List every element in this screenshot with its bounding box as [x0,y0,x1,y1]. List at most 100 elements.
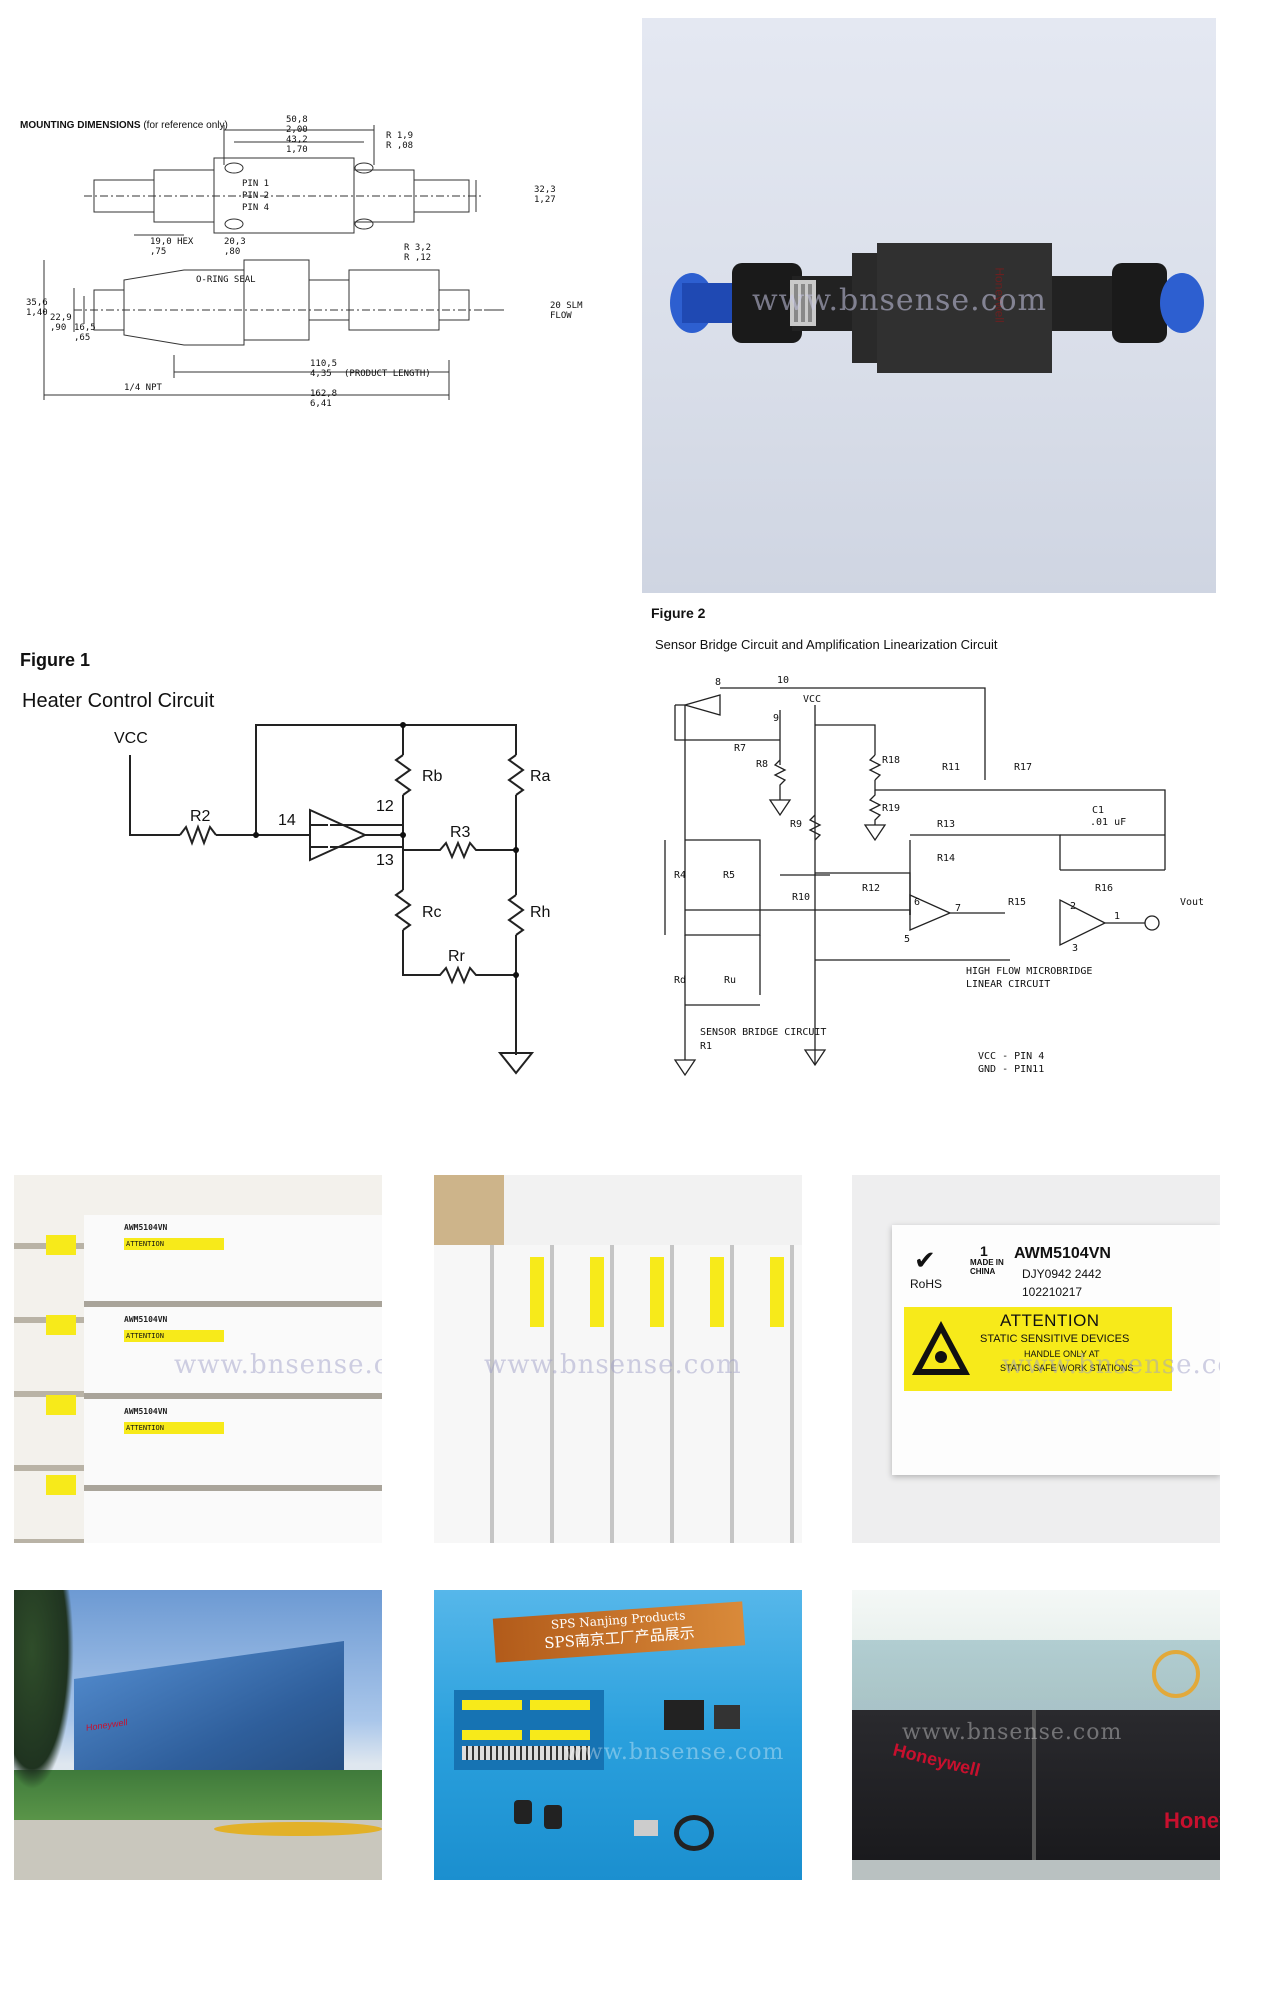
fig1-n12: 12 [376,798,394,815]
fig1-rr: Rr [448,948,466,965]
component-1 [664,1700,704,1730]
cabinet-watermark: www.bnsense.com [902,1720,1123,1745]
boxes1-part-1: AWM5104VN [124,1223,168,1232]
esd-warning-icon [912,1321,970,1375]
dim-80: ,80 [224,247,240,257]
flow-label-2: FLOW [550,311,572,321]
coil-component [1152,1650,1200,1698]
dim-65: ,65 [74,333,90,343]
dim-90: ,90 [50,323,66,333]
boxes3-watermark: www.bnsense.com [1002,1350,1220,1380]
fig2-c1: C1 [1092,805,1104,816]
check-icon: ✔ [914,1245,936,1275]
component-2 [714,1705,740,1729]
boxes2-watermark: www.bnsense.com [484,1350,742,1380]
dim-50-8: 50,8 [286,115,308,125]
boxes-photo-1: AWM5104VN ATTENTION AWM5104VN ATTENTION … [14,1175,382,1543]
boxes1-part-2: AWM5104VN [124,1315,168,1324]
attention-title: ATTENTION [1000,1311,1100,1330]
static-sensitive-text: STATIC SENSITIVE DEVICES [980,1333,1130,1345]
figure1-subtitle: Heater Control Circuit [22,690,215,712]
toggle-switch-1 [514,1800,532,1824]
fig1-rc: Rc [422,904,442,921]
handle-only-text: HANDLE ONLY AT [1024,1349,1100,1359]
mounting-drawing: MOUNTING DIMENSIONS (for reference only) [14,110,624,490]
fig2-n7: 7 [955,903,961,914]
boxes1-edge-label-2 [46,1315,76,1335]
dim-110-5: 110,5 [310,359,337,369]
figure2-schematic: 8 10 9 VCC R7 R8 R18 R11 R17 R19 R9 C1 .… [664,675,1204,1077]
fig2-hf2: LINEAR CIRCUIT [966,979,1050,990]
fig2-hf1: HIGH FLOW MICROBRIDGE [966,966,1092,977]
fig2-r13: R13 [937,819,955,830]
dim-22-9: 22,9 [50,313,72,323]
flowerbed [214,1822,382,1836]
dim-43-2: 43,2 [286,135,308,145]
cabinet-photo: Honeywell Honeywell www.bnsense.com [852,1590,1220,1880]
fig2-n10: 10 [777,675,789,686]
showcase-photo: SPS Nanjing Products SPS南京工厂产品展示 www.bns… [434,1590,802,1880]
cabinet-brand-2: Honeywell [1164,1808,1220,1833]
fig2-r1: R1 [700,1041,712,1052]
rohs-label: RoHS [910,1277,943,1291]
dim-r08: R ,08 [386,141,413,151]
display-board-1 [454,1690,604,1770]
sensor-photo: Honeywell www.bnsense.com [642,18,1216,593]
figure2-caption: Figure 2 [651,605,706,621]
toggle-switch-2 [544,1805,562,1829]
fig2-n3: 3 [1072,943,1078,954]
mounting-svg: 50,8 2,00 43,2 1,70 R 1,9 R ,08 PIN 1 PI… [26,115,583,409]
pin-1-label: PIN 1 [242,179,269,189]
boxes1-part-3: AWM5104VN [124,1407,168,1416]
box-label-photo: ✔ RoHS 1 MADE IN CHINA AWM5104VN DJY0942… [852,1175,1220,1543]
boxes1-edge-label-1 [46,1235,76,1255]
product-sign: SPS Nanjing Products SPS南京工厂产品展示 [492,1601,746,1663]
fig2-r15: R15 [1008,897,1026,908]
building-photo: Honeywell [14,1590,382,1880]
fig2-vccpin: VCC - PIN 4 [978,1051,1044,1062]
fig2-c1v: .01 uF [1090,817,1126,828]
pin-2-label: PIN 2 [242,191,269,201]
fig2-r18: R18 [882,755,900,766]
mounting-title-row: MOUNTING DIMENSIONS (for reference only) [20,120,228,131]
boxes2-label-2 [590,1257,604,1327]
fig2-n1: 1 [1114,911,1120,922]
figure1-schematic: VCC R2 14 12 13 Rb Ra R3 Rc Rh Rr [114,722,551,1075]
showcase-watermark: www.bnsense.com [564,1740,785,1765]
fig2-n5: 5 [904,934,910,945]
floor [852,1860,1220,1880]
fig2-r12: R12 [862,883,880,894]
boxes2-label-1 [530,1257,544,1327]
dim-r12: R ,12 [404,253,431,263]
boxes1-attention-2: ATTENTION [124,1330,224,1342]
dim-162-8: 162,8 [310,389,337,399]
current-sensor [674,1815,714,1851]
dim-1-40: 1,40 [26,308,48,318]
flow-label: 20 SLM [550,301,583,311]
fig2-n2: 2 [1070,901,1076,912]
dim-r1-9: R 1,9 [386,131,413,141]
fig2-r10: R10 [792,892,810,903]
mounting-note: (for reference only) [143,120,228,131]
fig2-vcc: VCC [803,694,821,705]
dim-hex: 19,0 HEX [150,237,194,247]
fig2-rd: Rd [674,975,686,986]
fig1-rh: Rh [530,904,550,921]
made-in-china: MADE IN CHINA [970,1258,1004,1276]
cabinet-body [852,1710,1220,1860]
fig2-r8: R8 [756,759,768,770]
dim-35-6: 35,6 [26,298,48,308]
boxes1-edge-label-3 [46,1395,76,1415]
fig2-n9: 9 [773,713,779,724]
fig2-r7: R7 [734,743,746,754]
pin-4-label: PIN 4 [242,203,269,213]
boxes1-label-3: AWM5104VN ATTENTION [124,1407,224,1467]
fig1-ra: Ra [530,768,551,785]
dim-1-27: 1,27 [534,195,556,205]
fig1-r2: R2 [190,808,211,825]
product-length: (PRODUCT LENGTH) [344,369,431,379]
dim-6-41: 6,41 [310,399,332,409]
figure2-subtitle: Sensor Bridge Circuit and Amplification … [655,637,998,652]
fig2-r4: R4 [674,870,686,881]
palm-tree [14,1590,74,1790]
